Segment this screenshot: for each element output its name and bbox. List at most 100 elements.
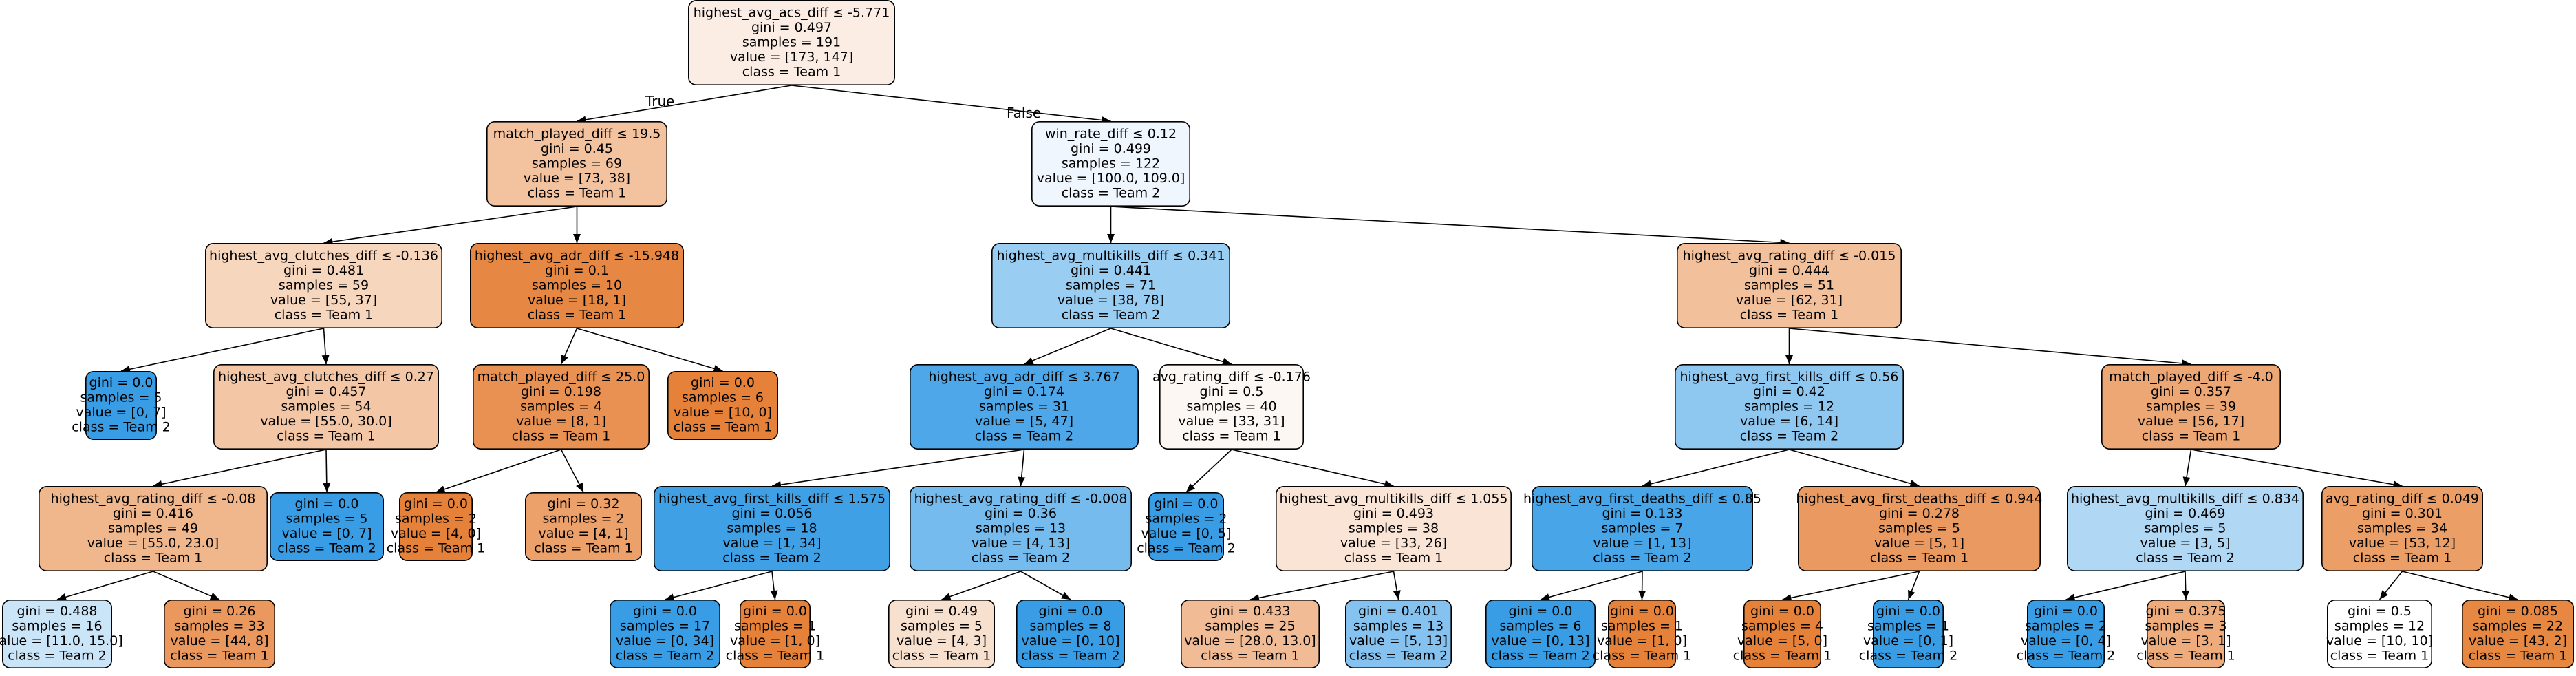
node-split-rule: highest_avg_clutches_diff ≤ 0.27 (218, 369, 434, 384)
node-stat-line: class = Team 1 (1182, 428, 1281, 443)
node-stat-line: value = [10, 0] (674, 405, 772, 420)
tree-edge (153, 449, 327, 487)
node-stat-line: class = Team 1 (726, 648, 825, 664)
node-stat-line: class = Team 1 (674, 420, 773, 435)
arrow-head (323, 483, 331, 492)
node-stat-line: class = Team 2 (8, 648, 107, 664)
tree-node: highest_avg_first_kills_diff ≤ 0.56gini … (1675, 363, 1904, 450)
node-stat-line: samples = 40 (1186, 399, 1276, 414)
tree-node: highest_avg_first_deaths_diff ≤ 0.85gini… (1523, 485, 1761, 571)
node-stat-line: value = [0, 7] (76, 405, 167, 420)
node-stat-line: samples = 6 (682, 390, 764, 405)
node-stat-line: value = [0, 7] (282, 526, 372, 541)
node-stat-line: class = Team 2 (1491, 648, 1590, 664)
node-stat-line: samples = 33 (174, 619, 264, 634)
node-stat-line: gini = 0.488 (17, 604, 97, 619)
arrow-head (1186, 483, 1196, 492)
node-stat-line: class = Team 1 (1733, 648, 1832, 664)
tree-edge (771, 449, 1024, 487)
node-stat-line: class = Team 1 (2136, 648, 2235, 664)
node-stat-line: class = Team 1 (1201, 648, 1300, 664)
arrow-head (2182, 476, 2191, 486)
node-stat-line: samples = 1 (1867, 619, 1949, 634)
node-split-rule: highest_avg_acs_diff ≤ -5.771 (694, 5, 890, 20)
arrow-head (1018, 476, 1026, 486)
arrow-head (1908, 589, 1915, 600)
node-stat-line: value = [8, 1] (516, 414, 606, 429)
node-box (269, 492, 384, 561)
tree-edge (1185, 449, 1232, 493)
arrow-head (561, 354, 568, 364)
node-box (1016, 599, 1126, 668)
node-box (486, 121, 667, 207)
node-stat-line: samples = 69 (532, 156, 622, 171)
arrow-head (1221, 358, 1232, 366)
node-box (2101, 363, 2282, 450)
node-stat-line: class = Team 2 (972, 550, 1071, 565)
tree-edge (1020, 571, 1071, 600)
node-split-rule: avg_rating_diff ≤ -0.176 (1152, 369, 1311, 384)
tree-edge (1024, 328, 1111, 365)
node-stat-line: samples = 18 (727, 520, 817, 536)
node-stat-line: value = [5, 0] (1737, 633, 1827, 648)
node-stat-line: value = [6, 14] (1740, 414, 1838, 429)
node-box (1, 599, 112, 668)
node-stat-line: samples = 8 (1029, 619, 1111, 634)
node-stat-line: samples = 191 (742, 34, 841, 50)
node-stat-line: samples = 39 (2146, 399, 2236, 414)
node-stat-line: value = [56, 17] (2138, 414, 2244, 429)
node-stat-line: samples = 4 (1741, 619, 1823, 634)
node-stat-line: class = Team 2 (1021, 648, 1120, 664)
node-box (991, 242, 1231, 328)
node-stat-line: gini = 0.278 (1879, 506, 1960, 521)
node-stat-line: class = Team 2 (975, 428, 1074, 443)
tree-edge (56, 571, 153, 600)
node-box (2067, 485, 2304, 571)
arrow-head (573, 234, 581, 243)
node-stat-line: value = [4, 13] (972, 536, 1070, 551)
node-stat-line: value = [1, 34] (722, 536, 821, 551)
node-box (609, 599, 720, 668)
node-box (1873, 599, 1944, 668)
node-stat-line: value = [0, 4] (2021, 633, 2111, 648)
node-stat-line: value = [0, 10] (1021, 633, 1119, 648)
node-stat-line: gini = 0.0 (1610, 604, 1674, 619)
node-stat-line: class = Team 2 (1062, 307, 1161, 322)
node-stat-line: value = [0, 13] (1491, 633, 1589, 648)
node-stat-line: gini = 0.0 (89, 375, 153, 390)
node-stat-line: samples = 59 (279, 277, 369, 293)
node-stat-line: samples = 1 (1601, 619, 1683, 634)
node-stat-line: samples = 2 (542, 511, 624, 527)
node-stat-line: class = Team 1 (534, 541, 633, 556)
node-box (1159, 363, 1305, 450)
arrow-head (2182, 590, 2190, 600)
node-stat-line: samples = 34 (2357, 520, 2447, 536)
node-stat-line: value = [53, 12] (2349, 536, 2456, 551)
node-stat-line: value = [55, 37] (270, 293, 377, 308)
tree-edge (941, 571, 1021, 600)
tree-node: highest_avg_multikills_diff ≤ 0.834gini … (2067, 485, 2304, 571)
node-stat-line: value = [73, 38] (524, 171, 630, 186)
node-stat-line: samples = 12 (1744, 399, 1834, 414)
node-stat-line: samples = 38 (1349, 520, 1439, 536)
node-stat-line: samples = 6 (1499, 619, 1581, 634)
arrow-head (1642, 480, 1652, 488)
node-stat-line: gini = 0.0 (1750, 604, 1814, 619)
node-box (398, 492, 473, 561)
node-stat-line: value = [18, 1] (528, 293, 626, 308)
node-stat-line: class = Team 1 (2142, 428, 2241, 443)
node-stat-line: value = [43, 2] (2469, 633, 2567, 648)
node-stat-line: samples = 25 (1205, 619, 1295, 634)
